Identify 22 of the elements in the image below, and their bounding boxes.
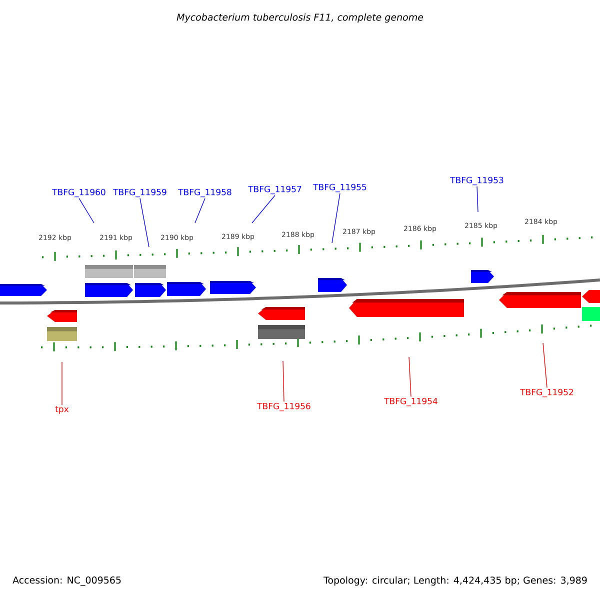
gene-label: TBFG_11952 (520, 388, 574, 398)
gene-label: TBFG_11958 (178, 188, 232, 198)
gene-label: TBFG_11960 (52, 188, 106, 198)
gene-label: TBFG_11956 (257, 402, 310, 412)
gene-label: TBFG_11954 (384, 398, 438, 406)
leader-line (140, 198, 150, 248)
gene-label: TBFG_11955 (313, 184, 366, 192)
gene-label: TBFG_11953 (450, 176, 504, 186)
gene-label: TBFG_11957 (248, 186, 302, 194)
footer-text: Topology: circular; Length: 4,424,435 bp; Genes: 3,989 (323, 576, 587, 586)
footer-text: Accession: NC_009565 (12, 576, 121, 586)
leader-line (332, 193, 340, 244)
leader-line (282, 360, 284, 402)
leader-line (476, 186, 478, 212)
leader-line (252, 195, 276, 224)
title: Mycobacterium tuberculosis F11, complete genome (176, 13, 424, 23)
gene-label: tpx (55, 406, 69, 414)
leader-line (408, 356, 412, 397)
leader-line (194, 198, 206, 224)
leader-line (78, 198, 94, 224)
gene-label: TBFG_11959 (113, 188, 166, 198)
leader-line (542, 342, 548, 388)
